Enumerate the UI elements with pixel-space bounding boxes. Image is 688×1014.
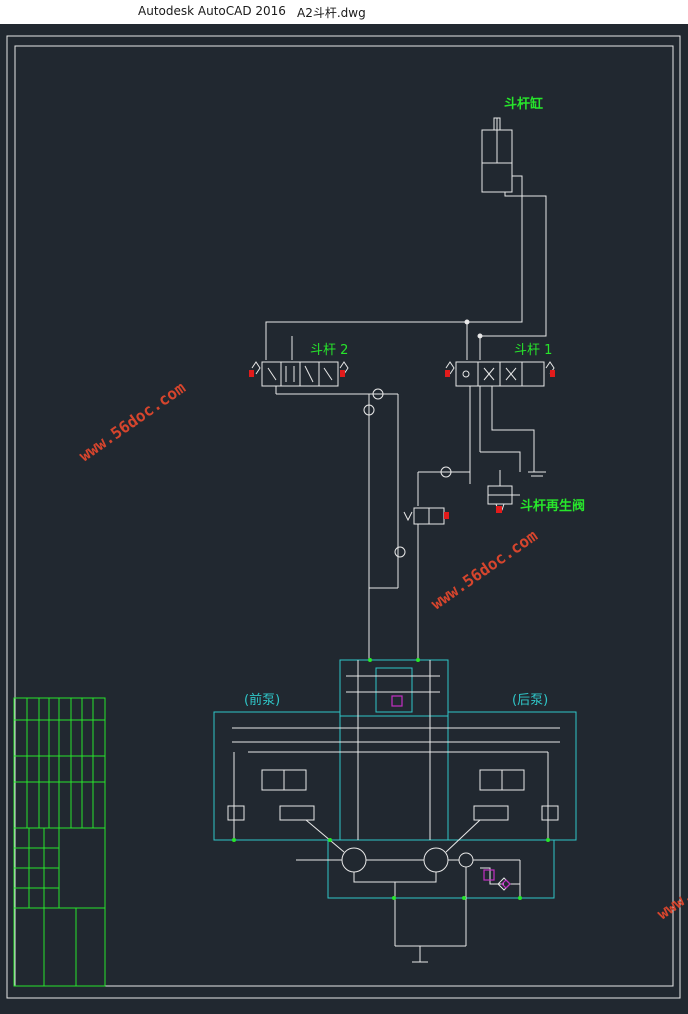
pump-circuit — [227, 660, 560, 963]
front-pump-label: (前泵) — [244, 692, 280, 708]
watermark-2: www.56doc.com — [427, 526, 541, 614]
middle-piping — [363, 388, 470, 660]
title-bar: Autodesk AutoCAD 2016 A2斗杆.dwg — [0, 0, 688, 24]
arm-2-valve — [251, 361, 398, 395]
arm-cylinder-label: 斗杆缸 — [504, 96, 543, 112]
hydraulic-schematic: 斗杆缸 斗杆 2 — [6, 35, 688, 999]
arm-1-solenoid-right — [550, 370, 555, 377]
arm-cylinder — [481, 117, 513, 193]
arm-2-solenoid-right — [340, 370, 345, 377]
rear-pump-label: (后泵) — [512, 693, 548, 708]
arm-regen-valve — [487, 470, 520, 511]
title-block — [13, 697, 106, 987]
drawing-border — [6, 35, 681, 999]
arm-1-valve-label: 斗杆 1 — [514, 343, 552, 358]
arm-1-solenoid-left — [445, 370, 450, 377]
regen-solenoid — [496, 506, 502, 513]
watermarks: www.56doc.com www.56doc.com www.56doc.co… — [75, 378, 688, 924]
pump-boxes — [213, 659, 577, 899]
watermark-3: www.56doc.com — [653, 836, 688, 924]
arm-1-valve — [445, 361, 555, 484]
arm-2-solenoid-left — [249, 370, 254, 377]
upper-piping — [265, 175, 547, 360]
pump-accent-marks — [391, 695, 511, 889]
file-name: A2斗杆.dwg — [297, 6, 366, 20]
drawing-canvas[interactable]: 斗杆缸 斗杆 2 — [0, 24, 688, 1014]
junction-dots — [232, 658, 550, 900]
arm-2-valve-label: 斗杆 2 — [310, 343, 348, 358]
arm-regen-valve-label: 斗杆再生阀 — [520, 498, 585, 514]
center-solenoid — [444, 512, 449, 519]
watermark-1: www.56doc.com — [75, 378, 189, 466]
app-name: Autodesk AutoCAD 2016 — [138, 4, 286, 18]
